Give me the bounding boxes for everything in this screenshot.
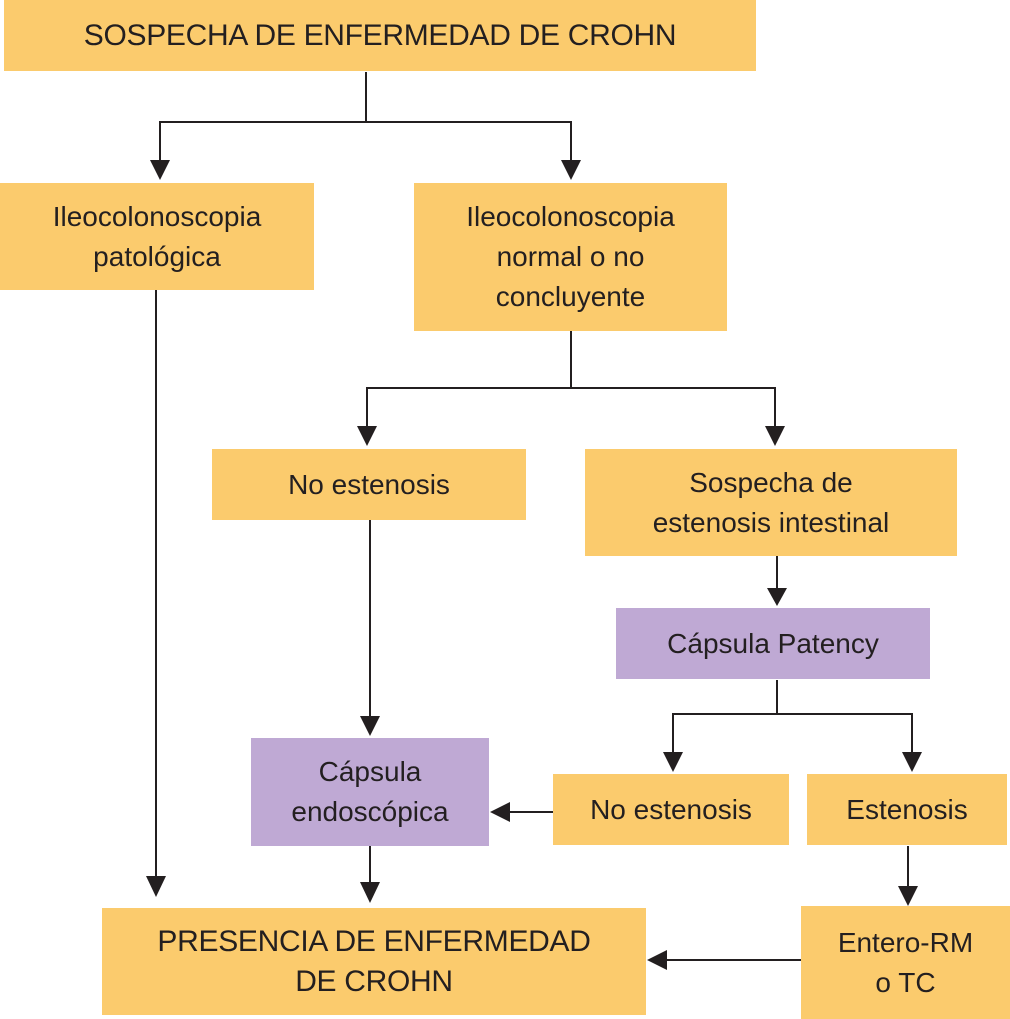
node-capsula-endoscopica: Cápsula endoscópica: [251, 738, 489, 846]
edge-start-ileo-patologica: [159, 121, 366, 163]
node-entero-rm-tc: Entero-RM o TC: [801, 906, 1010, 1019]
node-no-estenosis-patency: No estenosis: [553, 774, 789, 845]
node-presencia-crohn: PRESENCIA DE ENFERMEDAD DE CROHN: [102, 908, 646, 1015]
arrowhead: [647, 950, 667, 970]
edge-patency-estenosis: [777, 713, 913, 754]
node-ileocolonoscopia-normal: Ileocolonoscopia normal o no concluyente: [414, 183, 727, 331]
edge-patency-no-estenosis: [672, 713, 777, 754]
arrowhead: [360, 716, 380, 736]
node-no-estenosis: No estenosis: [212, 449, 526, 520]
arrowhead: [146, 876, 166, 897]
arrowhead: [898, 886, 918, 906]
arrowhead: [767, 588, 787, 606]
node-estenosis: Estenosis: [807, 774, 1007, 845]
node-ileocolonoscopia-patologica: Ileocolonoscopia patológica: [0, 183, 314, 290]
arrowhead: [561, 160, 581, 180]
arrowhead: [150, 160, 170, 180]
edge-ileo-normal-no-estenosis: [366, 387, 571, 428]
arrowhead: [902, 752, 922, 772]
edge-ileo-normal-sospecha: [571, 387, 776, 428]
arrowhead: [357, 426, 377, 446]
arrowhead: [360, 882, 380, 903]
node-capsula-patency: Cápsula Patency: [616, 608, 930, 679]
node-sospecha-estenosis: Sospecha de estenosis intestinal: [585, 449, 957, 556]
arrowhead: [663, 752, 683, 772]
edge-start-ileo-normal: [366, 121, 572, 163]
arrowhead: [765, 426, 785, 446]
node-sospecha-crohn: SOSPECHA DE ENFERMEDAD DE CROHN: [4, 0, 756, 71]
arrowhead: [490, 802, 510, 822]
